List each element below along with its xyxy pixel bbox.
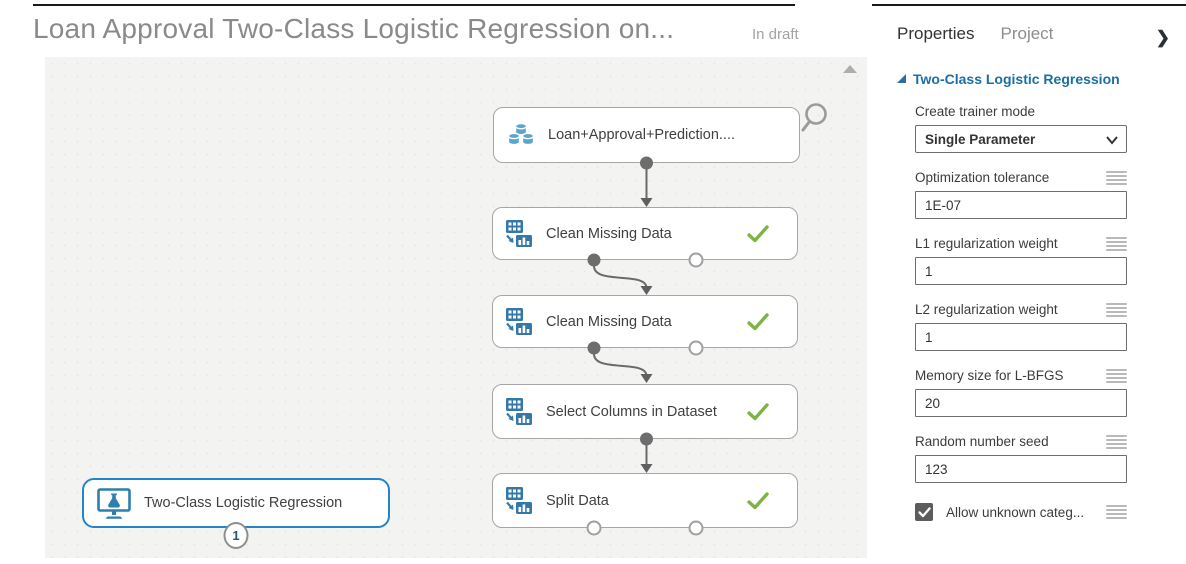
success-check-icon <box>747 491 769 510</box>
zoom-magnifier-icon[interactable] <box>799 101 829 143</box>
parameter-form: Create trainer mode Single Parameter Opt… <box>897 104 1127 521</box>
panel-top-border <box>872 4 1186 6</box>
memory-size-lbfgs-input[interactable] <box>915 389 1127 417</box>
random-number-seed-input[interactable] <box>915 455 1127 483</box>
data-transform-icon <box>506 398 533 425</box>
parameter-options-grip-icon[interactable] <box>1106 236 1127 251</box>
allow-unknown-categories-checkbox[interactable] <box>915 503 933 521</box>
panel-tabs: Properties Project <box>897 24 1186 44</box>
section-title: Two-Class Logistic Regression <box>913 71 1120 87</box>
node-label: Two-Class Logistic Regression <box>144 495 343 511</box>
parameter-options-grip-icon[interactable] <box>1106 302 1127 317</box>
field-label-optimization-tolerance: Optimization tolerance <box>915 170 1050 185</box>
header-top-border <box>33 4 795 6</box>
node-clean-missing-data-2[interactable]: Clean Missing Data <box>492 295 798 348</box>
node-dataset[interactable]: Loan+Approval+Prediction.... <box>493 107 800 163</box>
checkbox-label: Allow unknown categ... <box>946 504 1085 520</box>
node-label: Clean Missing Data <box>546 313 672 330</box>
field-label-create-trainer-mode: Create trainer mode <box>915 104 1036 119</box>
arrowhead-icon <box>640 286 653 295</box>
tab-properties[interactable]: Properties <box>897 24 975 43</box>
connection-clean2-to-select <box>593 353 648 377</box>
selected-option: Single Parameter <box>925 131 1036 147</box>
success-check-icon <box>747 402 769 421</box>
connection-clean1-to-clean2 <box>593 265 648 289</box>
data-transform-icon <box>506 487 533 514</box>
collapse-panel-chevron-icon[interactable]: ❯ <box>1155 28 1170 47</box>
allow-unknown-categories-row: Allow unknown categ... <box>915 503 1127 521</box>
node-label: Split Data <box>546 492 609 509</box>
create-trainer-mode-select[interactable]: Single Parameter <box>915 125 1127 153</box>
success-check-icon <box>747 312 769 331</box>
tab-project[interactable]: Project <box>1000 24 1054 43</box>
node-label: Clean Missing Data <box>546 225 672 242</box>
dataset-cylinders-icon <box>507 122 535 148</box>
experiment-canvas[interactable]: Loan+Approval+Prediction.... <box>45 57 867 558</box>
properties-panel: Properties Project ❯ Two-Class Logistic … <box>872 6 1186 564</box>
parameter-options-grip-icon[interactable] <box>1106 434 1127 449</box>
experiment-title: Loan Approval Two-Class Logistic Regress… <box>33 13 675 44</box>
ml-model-icon <box>97 487 131 519</box>
module-section-header[interactable]: Two-Class Logistic Regression <box>897 71 1186 87</box>
node-clean-missing-data-1[interactable]: Clean Missing Data <box>492 207 798 260</box>
status-badge: In draft <box>752 26 799 43</box>
field-label-l1-regularization-weight: L1 regularization weight <box>915 236 1058 251</box>
field-label-random-number-seed: Random number seed <box>915 434 1049 449</box>
data-transform-icon <box>506 220 533 247</box>
chevron-down-icon <box>1106 136 1118 145</box>
arrowhead-icon <box>640 374 653 383</box>
node-two-class-logistic-regression[interactable]: Two-Class Logistic Regression 1 <box>82 478 390 549</box>
field-label-memory-size-lbfgs: Memory size for L-BFGS <box>915 368 1064 383</box>
parameter-options-grip-icon[interactable] <box>1106 170 1127 185</box>
node-split-data[interactable]: Split Data <box>492 473 798 528</box>
node-select-columns[interactable]: Select Columns in Dataset <box>492 384 798 439</box>
parameter-options-grip-icon[interactable] <box>1106 368 1127 383</box>
field-label-l2-regularization-weight: L2 regularization weight <box>915 302 1058 317</box>
l2-regularization-weight-input[interactable] <box>915 323 1127 351</box>
output-port-badge[interactable]: 1 <box>223 522 249 549</box>
parameter-options-grip-icon[interactable] <box>1106 505 1127 519</box>
arrowhead-icon <box>640 464 653 473</box>
optimization-tolerance-input[interactable] <box>915 191 1127 219</box>
success-check-icon <box>747 224 769 243</box>
node-label: Select Columns in Dataset <box>546 403 717 420</box>
l1-regularization-weight-input[interactable] <box>915 257 1127 285</box>
check-icon <box>917 506 931 517</box>
scroll-up-icon[interactable] <box>843 65 857 73</box>
data-transform-icon <box>506 308 533 335</box>
section-expanded-triangle-icon <box>897 73 906 83</box>
arrowhead-icon <box>640 198 653 207</box>
node-label: Loan+Approval+Prediction.... <box>548 127 736 143</box>
